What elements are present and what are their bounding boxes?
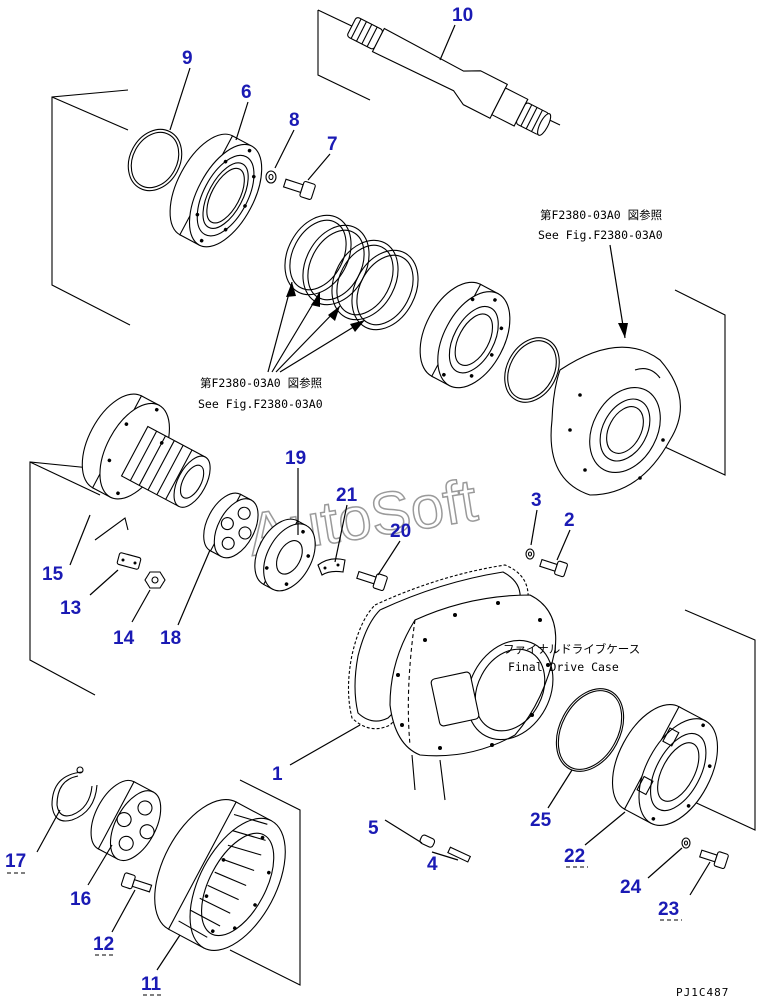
reference-arrow-cover (609, 244, 628, 339)
group-bracket-sprocket (229, 779, 301, 986)
nut-14 (144, 571, 166, 589)
callout-12: 12 (93, 934, 114, 955)
callout-15: 15 (42, 564, 64, 585)
callout-23: 23 (658, 899, 679, 920)
bolt-20 (356, 570, 388, 592)
bearing-16 (90, 779, 162, 862)
group-bracket-hub (29, 461, 111, 696)
callout-18: 18 (160, 628, 181, 649)
callout-2: 2 (564, 510, 575, 531)
snap-ring-17 (51, 766, 98, 822)
drawing-code: PJ1C487 (676, 986, 729, 999)
bolt-7 (282, 178, 316, 200)
callout-19: 19 (285, 448, 306, 469)
bolt-2 (539, 558, 568, 578)
callout-17: 17 (5, 851, 26, 872)
seals-reference-en: See Fig.F2380-03A0 (198, 397, 323, 411)
bolt-12 (120, 872, 153, 893)
callout-10: 10 (452, 5, 473, 26)
group-bracket-bearing-cage (51, 89, 131, 326)
case-reference-en: Final Drive Case (508, 660, 619, 674)
flanged-bearing (419, 281, 511, 389)
seal-rings (284, 214, 419, 331)
lock-plate-13 (94, 517, 142, 570)
leader-lines (36, 24, 711, 971)
dowel-5 (419, 834, 436, 848)
o-ring-25 (555, 688, 625, 772)
hub-15 (81, 393, 211, 508)
cover-plate (550, 346, 681, 496)
cover-22 (611, 704, 719, 826)
callout-20: 20 (390, 521, 411, 542)
callout-6: 6 (241, 82, 252, 103)
shaft-drawing (347, 17, 552, 136)
callout-24: 24 (620, 877, 642, 898)
group-bracket-cover (649, 289, 726, 476)
washer-8 (265, 170, 277, 184)
stud-4 (447, 846, 472, 863)
callout-numbers: 10 9 6 8 7 3 2 19 21 20 15 13 14 18 1 5 … (5, 5, 679, 995)
callout-11: 11 (141, 974, 162, 995)
callout-14: 14 (113, 628, 135, 649)
callout-9: 9 (182, 48, 193, 69)
bearing-cage-6 (169, 133, 263, 248)
callout-13: 13 (60, 598, 81, 619)
callout-16: 16 (70, 889, 91, 910)
number-underlines (7, 866, 682, 996)
washer-24 (681, 837, 691, 849)
bearing-18 (203, 492, 259, 559)
o-ring-middle (504, 337, 560, 403)
o-ring-9 (127, 128, 183, 192)
lock-plate-21 (317, 558, 346, 576)
callout-5: 5 (368, 818, 379, 839)
case-reference-jp: ファイナルドライブケース (503, 642, 640, 656)
callout-21: 21 (336, 485, 358, 506)
callout-7: 7 (327, 134, 338, 155)
sprocket-11 (154, 799, 286, 951)
callout-25: 25 (530, 810, 552, 831)
final-drive-case-1 (389, 594, 557, 801)
reference-arrows-seals (267, 281, 366, 373)
cover-reference-en: See Fig.F2380-03A0 (538, 228, 663, 242)
callout-4: 4 (427, 854, 438, 875)
callout-8: 8 (289, 110, 300, 131)
cover-reference-jp: 第F2380-03A0 図参照 (540, 208, 662, 222)
group-bracket-case-cover (684, 609, 756, 831)
callout-22: 22 (564, 846, 585, 867)
retainer-19 (254, 518, 316, 592)
callout-3: 3 (531, 490, 542, 511)
washer-3 (525, 548, 535, 560)
bolt-23 (699, 849, 729, 870)
callout-1: 1 (272, 764, 283, 785)
seals-reference-jp: 第F2380-03A0 図参照 (200, 376, 322, 390)
